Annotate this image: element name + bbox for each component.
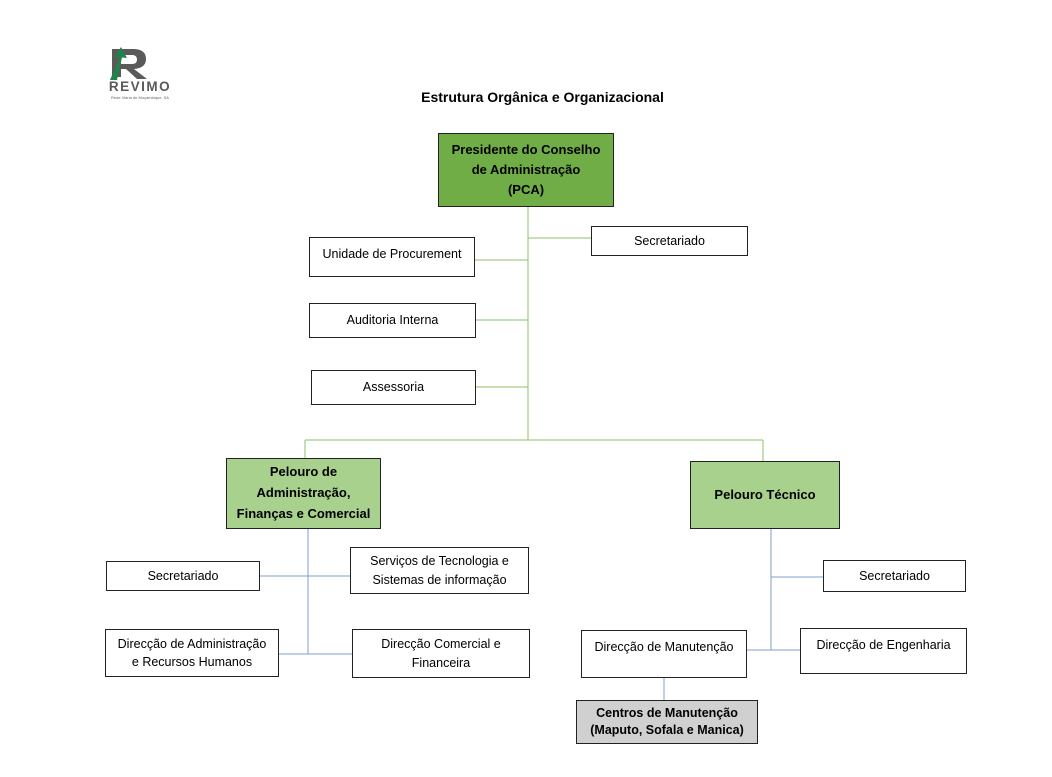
revimo-logo: REVIMO Rede Viária de Moçambique, SA xyxy=(92,44,192,100)
secretariado-tecnico-box: Secretariado xyxy=(823,560,966,592)
direccao-engenharia-box: Direcção de Engenharia xyxy=(800,628,967,674)
auditoria-interna-box: Auditoria Interna xyxy=(309,303,476,338)
pelouro-administracao-box: Pelouro de Administração, Finanças e Com… xyxy=(226,458,381,529)
page-title: Estrutura Orgânica e Organizacional xyxy=(421,89,664,105)
direccao-manutencao-box: Direcção de Manutenção xyxy=(581,630,747,678)
logo-wordmark: REVIMO xyxy=(108,79,172,94)
secretariado-pca-box: Secretariado xyxy=(591,226,748,256)
revimo-logo-icon xyxy=(110,47,147,80)
pca-box: Presidente do Conselho de Administração … xyxy=(438,133,614,207)
secretariado-admin-box: Secretariado xyxy=(106,561,260,591)
servicos-tecnologia-box: Serviços de Tecnologia e Sistemas de inf… xyxy=(350,547,529,594)
unidade-procurement-box: Unidade de Procurement xyxy=(309,237,475,277)
department-connectors xyxy=(260,528,823,700)
pca-connectors xyxy=(304,206,764,461)
assessoria-box: Assessoria xyxy=(311,370,476,405)
direccao-comercial-box: Direcção Comercial e Financeira xyxy=(352,629,530,678)
centros-manutencao-box: Centros de Manutenção (Maputo, Sofala e … xyxy=(576,700,758,744)
direccao-administracao-rh-box: Direcção de Administração e Recursos Hum… xyxy=(105,629,279,677)
pelouro-tecnico-box: Pelouro Técnico xyxy=(690,461,840,529)
logo-tagline: Rede Viária de Moçambique, SA xyxy=(111,95,169,100)
